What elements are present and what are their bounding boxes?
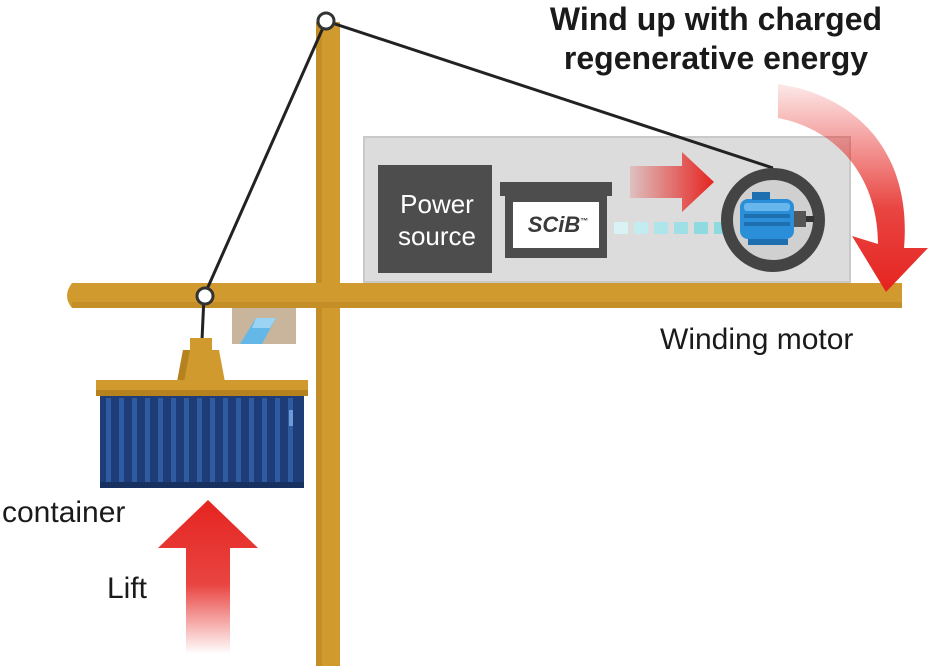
pulley-icon [316,11,336,31]
power-source-label: Power source [397,189,477,251]
hook-block-icon [177,338,225,382]
container-rib [171,398,176,482]
container-rib [158,398,163,482]
container-rib [119,398,124,482]
title-line-1: Wind up with charged [549,1,883,37]
container-rib [275,398,280,482]
winding-motor-label: Winding motor [660,323,854,356]
title-line-2: regenerative energy [563,40,869,76]
container-rib [197,398,202,482]
container-rib [184,398,189,482]
container-label: container [2,496,126,529]
rotation-arrow-icon [778,84,928,292]
motor-icon [721,168,825,272]
container-rib [288,398,293,482]
container-rib [132,398,137,482]
container-rib [106,398,111,482]
diagram-title: Wind up with charged regenerative energy [536,0,896,78]
pulley-icon [195,286,215,306]
container-rib [262,398,267,482]
container-rib [145,398,150,482]
container-icon [96,380,308,488]
energy-flow-dashes [614,222,724,234]
lift-arrow-icon [158,500,258,654]
crane-jib [67,283,902,308]
container-rib [236,398,241,482]
container-rib [223,398,228,482]
scib-battery-icon [500,182,612,258]
power-source-box [378,165,492,273]
container-rib [210,398,215,482]
lift-label: Lift [107,572,148,605]
scib-label: SCiB™ [527,212,589,237]
energy-flow-arrow-icon [630,152,714,212]
container-rib [249,398,254,482]
